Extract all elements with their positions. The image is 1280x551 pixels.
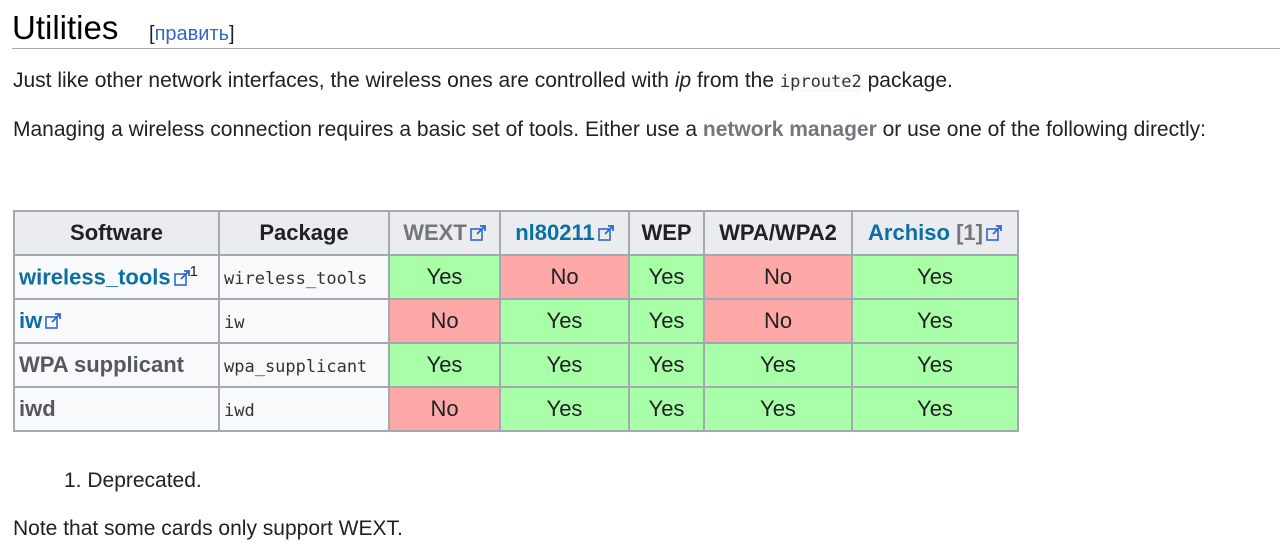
- external-link-icon: [597, 225, 614, 241]
- footnote: 1. Deprecated.: [64, 466, 202, 496]
- nl80211-cell: Yes: [499, 298, 630, 344]
- nl80211-cell: No: [499, 254, 630, 300]
- header-archiso[interactable]: Archiso [1]: [851, 210, 1019, 256]
- tools-paragraph: Managing a wireless connection requires …: [13, 118, 1206, 141]
- table-row: iw iw No Yes Yes No Yes: [13, 298, 1019, 344]
- iw-link[interactable]: iw: [19, 308, 43, 333]
- ip-command: ip: [674, 69, 692, 92]
- wpa-cell: No: [703, 254, 853, 300]
- wext-cell: Yes: [388, 254, 501, 300]
- wext-cell: No: [388, 386, 501, 432]
- external-link-icon: [469, 225, 486, 241]
- package-cell: iw: [218, 298, 390, 344]
- section-heading: Utilities [править]: [12, 4, 1280, 49]
- archiso-cell: Yes: [851, 342, 1019, 388]
- footnote-text: Deprecated.: [81, 469, 202, 492]
- section-title: Utilities: [12, 9, 119, 46]
- intro-paragraph: Just like other network interfaces, the …: [13, 69, 953, 92]
- wext-cell: Yes: [388, 342, 501, 388]
- note-paragraph: Note that some cards only support WEXT.: [13, 517, 403, 540]
- header-wep: WEP: [628, 210, 705, 256]
- table-row: wireless_tools 1 wireless_tools Yes No Ye…: [13, 254, 1019, 300]
- nl80211-cell: Yes: [499, 342, 630, 388]
- wpa-supplicant-link[interactable]: WPA supplicant: [19, 352, 184, 377]
- archiso-cell: Yes: [851, 386, 1019, 432]
- wireless-tools-link[interactable]: wireless_tools: [19, 264, 171, 290]
- iwd-link[interactable]: iwd: [19, 396, 56, 421]
- wep-cell: Yes: [628, 386, 705, 432]
- wpa-cell: Yes: [703, 342, 853, 388]
- footnote-marker[interactable]: 1: [189, 263, 198, 281]
- footnote-number: 1.: [64, 469, 82, 492]
- external-link-icon: [986, 225, 1002, 241]
- software-cell: wireless_tools 1: [13, 254, 220, 300]
- table-header-row: Software Package WEXT nl80211 WEP WPA/WP…: [13, 210, 1019, 256]
- iproute2-package: iproute2: [779, 72, 862, 92]
- nl80211-cell: Yes: [499, 386, 630, 432]
- network-manager-link[interactable]: network manager: [702, 118, 877, 141]
- external-link-icon: [45, 313, 62, 329]
- table-row: WPA supplicant wpa_supplicant Yes Yes Ye…: [13, 342, 1019, 388]
- wpa-cell: Yes: [703, 386, 853, 432]
- header-wpa: WPA/WPA2: [703, 210, 853, 256]
- wpa-cell: No: [703, 298, 853, 344]
- utilities-table: Software Package WEXT nl80211 WEP WPA/WP…: [13, 210, 1019, 432]
- wep-cell: Yes: [628, 342, 705, 388]
- header-software: Software: [13, 210, 220, 256]
- software-cell: iw: [13, 298, 220, 344]
- package-cell: wireless_tools: [218, 254, 390, 300]
- table-row: iwd iwd No Yes Yes Yes Yes: [13, 386, 1019, 432]
- archiso-cell: Yes: [851, 254, 1019, 300]
- header-wext[interactable]: WEXT: [388, 210, 501, 256]
- software-cell: WPA supplicant: [13, 342, 220, 388]
- header-nl80211[interactable]: nl80211: [499, 210, 630, 256]
- header-package: Package: [218, 210, 390, 256]
- package-cell: wpa_supplicant: [218, 342, 390, 388]
- wext-cell: No: [388, 298, 501, 344]
- software-cell: iwd: [13, 386, 220, 432]
- wep-cell: Yes: [628, 254, 705, 300]
- external-link-icon: [173, 269, 190, 286]
- wep-cell: Yes: [628, 298, 705, 344]
- archiso-cell: Yes: [851, 298, 1019, 344]
- package-cell: iwd: [218, 386, 390, 432]
- edit-section: [править]: [149, 23, 235, 45]
- edit-section-link[interactable]: править: [154, 23, 230, 45]
